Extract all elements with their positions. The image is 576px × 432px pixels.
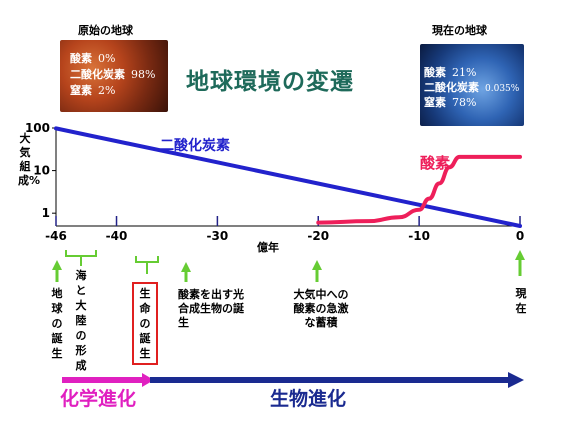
- arrow-earth-birth-head: [52, 260, 62, 270]
- x-tick-label: -10: [408, 229, 430, 243]
- x-tick-label: -30: [207, 229, 229, 243]
- present-oxygen-name: 酸素: [424, 66, 446, 79]
- present-earth-image: 酸素 21% 二酸化炭素 0.035% 窒素 78%: [420, 44, 524, 126]
- early-nitrogen-name: 窒素: [70, 84, 92, 97]
- x-tick-label: -20: [307, 229, 329, 243]
- biological-evolution-label: 生物進化: [270, 388, 347, 410]
- early-composition-oxygen: 酸素 0%: [70, 52, 115, 66]
- present-earth-label: 現在の地球: [432, 24, 487, 37]
- early-oxygen-name: 酸素: [70, 52, 92, 65]
- early-oxygen-value: 0%: [98, 52, 116, 65]
- present-composition-co2: 二酸化炭素 0.035%: [424, 81, 519, 96]
- event-ocean-land: 海と大陸の形成: [75, 269, 87, 372]
- arrow-present-head: [515, 250, 525, 260]
- arrow-photosynthesis-head: [181, 262, 191, 272]
- x-tick-label: 0: [516, 229, 524, 243]
- y-tick-label: 1: [42, 206, 50, 220]
- present-nitrogen-value: 78%: [452, 96, 477, 109]
- co2-series-label: 二酸化炭素: [160, 137, 230, 154]
- x-tick-label: -46: [45, 229, 67, 243]
- early-earth-label: 原始の地球: [78, 24, 133, 37]
- event-markers: [52, 250, 525, 282]
- early-earth-image: 酸素 0% 二酸化炭素 98% 窒素 2%: [60, 40, 168, 112]
- early-composition-nitrogen: 窒素 2%: [70, 84, 115, 98]
- early-co2-name: 二酸化炭素: [70, 68, 125, 81]
- event-present: 現在: [515, 287, 527, 315]
- chart-axes: 1 10 100 -46 -40 -30 -20 -10 0: [25, 121, 524, 243]
- series-layer: [54, 126, 522, 228]
- chart-title: 地球環境の変遷: [186, 69, 354, 95]
- early-nitrogen-value: 2%: [98, 84, 116, 97]
- bio-evolution-arrowhead: [508, 372, 524, 388]
- present-co2-value: 0.035%: [485, 84, 520, 94]
- present-nitrogen-name: 窒素: [424, 96, 446, 109]
- early-composition-co2: 二酸化炭素 98%: [70, 68, 155, 82]
- chemical-evolution-label: 化学進化: [60, 388, 137, 410]
- event-photosynthesis: 酸素を出す光合成生物の誕生: [178, 288, 244, 329]
- x-axis-unit-label: 億年: [257, 240, 279, 254]
- event-life-birth: 生命の誕生: [132, 282, 158, 365]
- chem-evolution-arrowhead: [142, 373, 154, 387]
- early-co2-value: 98%: [131, 68, 156, 81]
- present-co2-name: 二酸化炭素: [424, 81, 479, 94]
- y-tick-label: 10: [33, 164, 50, 178]
- arrow-oxygen-rise-head: [312, 260, 322, 270]
- series-line-o2: [316, 154, 522, 225]
- event-oxygen-rise: 大気中への酸素の急激な蓄積: [293, 288, 349, 329]
- present-oxygen-value: 21%: [452, 66, 477, 79]
- x-tick-label: -40: [106, 229, 128, 243]
- present-composition-oxygen: 酸素 21%: [424, 66, 476, 80]
- evolution-arrows: [62, 372, 524, 388]
- bracket-ocean-land: [65, 250, 97, 266]
- bracket-life-birth: [135, 256, 159, 274]
- present-composition-nitrogen: 窒素 78%: [424, 96, 476, 110]
- series-line-co2: [54, 126, 522, 228]
- o2-series-label: 酸素: [420, 154, 450, 172]
- y-tick-label: 100: [25, 121, 50, 135]
- event-earth-birth: 地球の誕生: [51, 287, 63, 360]
